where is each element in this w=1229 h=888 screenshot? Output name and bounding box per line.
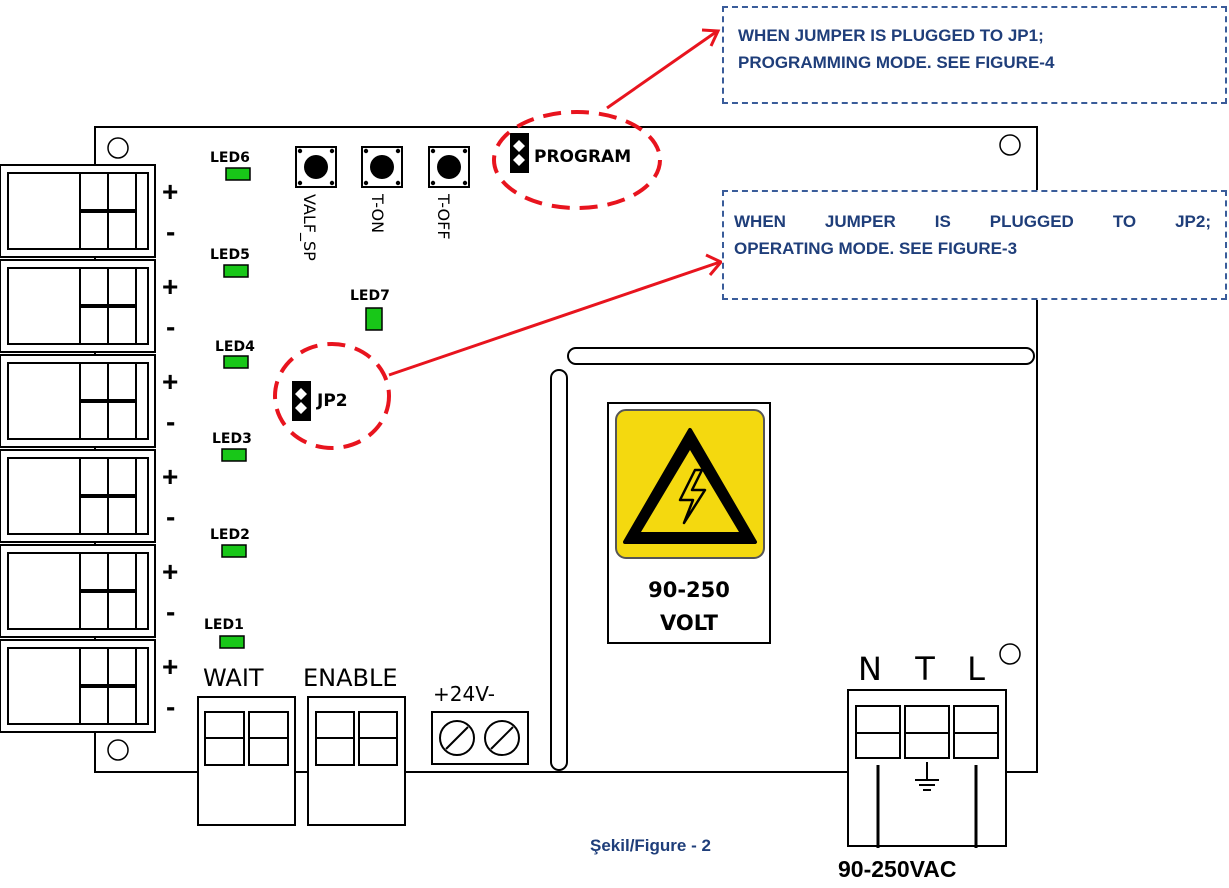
terminal-block-4: +- xyxy=(0,449,178,543)
button-valf-sp: VALF_SP xyxy=(295,146,337,261)
terminal-block-1: +- xyxy=(0,164,178,258)
mains-l-label: L xyxy=(967,650,985,688)
supply-24v-label: +24V- xyxy=(433,682,495,706)
mains-voltage-caption: 90-250VAC xyxy=(838,856,957,882)
mains-t-label: T xyxy=(914,650,935,688)
terminal-plus-sign: + xyxy=(162,176,178,207)
lightning-bolt-icon xyxy=(678,468,707,525)
led4-label: LED4 xyxy=(215,339,255,355)
led4-indicator xyxy=(223,355,249,369)
led3-indicator xyxy=(221,448,247,462)
figure-caption: Şekil/Figure - 2 xyxy=(590,836,711,855)
led5-indicator xyxy=(223,264,249,278)
terminal-plus-sign: + xyxy=(162,461,178,492)
led5-label: LED5 xyxy=(210,247,250,263)
supply-24v-terminal xyxy=(431,711,529,765)
pcb-slot-horizontal xyxy=(567,347,1035,365)
wait-terminal-block xyxy=(197,696,296,826)
arrow-jp2-head xyxy=(705,253,724,276)
jp2-label: JP2 xyxy=(316,391,348,411)
terminal-block-5: +- xyxy=(0,544,178,638)
note-jp1-line1: WHEN JUMPER IS PLUGGED TO JP1; xyxy=(738,26,1044,45)
led-group: LED6 LED5 LED4 LED3 LED2 LED1 LED7 xyxy=(204,150,390,649)
enable-terminal-block xyxy=(307,696,406,826)
terminal-plus-sign: + xyxy=(162,366,178,397)
enable-label: ENABLE xyxy=(303,664,398,692)
mounting-hole-bl xyxy=(107,739,129,761)
terminal-minus-sign: - xyxy=(166,691,175,722)
button-t-off-label: T-OFF xyxy=(434,193,453,240)
warning-line2: VOLT xyxy=(660,611,719,635)
callout-arrows xyxy=(388,28,724,377)
terminal-minus-sign: - xyxy=(166,406,175,437)
note-jp1-programming: WHEN JUMPER IS PLUGGED TO JP1; PROGRAMMI… xyxy=(722,6,1227,104)
note-jp2-line2: OPERATING MODE. SEE FIGURE-3 xyxy=(734,239,1018,258)
led7-label: LED7 xyxy=(350,288,390,304)
jp2-highlight-circle xyxy=(273,342,391,450)
led3-label: LED3 xyxy=(212,431,252,447)
arrow-jp2 xyxy=(388,260,721,377)
mains-terminal-block: N T L xyxy=(847,650,1007,848)
terminal-block-3: +- xyxy=(0,354,178,448)
terminal-minus-sign: - xyxy=(166,311,175,342)
mains-n-label: N xyxy=(858,650,882,688)
wait-label: WAIT xyxy=(203,664,264,692)
led2-indicator xyxy=(221,544,247,558)
button-t-on-label: T-ON xyxy=(368,193,387,233)
led1-label: LED1 xyxy=(204,617,244,633)
arrow-jp1-head xyxy=(701,28,721,47)
note-jp2-line1: WHEN JUMPER IS PLUGGED TO JP2; xyxy=(734,212,1211,231)
led1-indicator xyxy=(219,635,245,649)
terminal-block-6: +- xyxy=(0,639,178,733)
terminal-plus-sign: + xyxy=(162,556,178,587)
mounting-hole-br xyxy=(999,643,1021,665)
push-buttons: VALF_SP T-ON T-OFF xyxy=(295,146,470,261)
warning-line1: 90-250 xyxy=(648,578,730,602)
mounting-hole-tr xyxy=(999,134,1021,156)
button-t-on: T-ON xyxy=(361,146,403,233)
jumper-jp1: PROGRAM xyxy=(510,133,631,173)
terminal-minus-sign: - xyxy=(166,596,175,627)
note-jp1-line2: PROGRAMMING MODE. SEE FIGURE-4 xyxy=(738,53,1055,72)
pcb-slot-vertical xyxy=(550,369,568,771)
ground-icon xyxy=(915,762,939,791)
jumper-jp2: JP2 xyxy=(292,381,348,421)
led6-label: LED6 xyxy=(210,150,250,166)
terminal-minus-sign: - xyxy=(166,216,175,247)
button-t-off: T-OFF xyxy=(428,146,470,240)
high-voltage-warning: 90-250 VOLT xyxy=(607,402,771,644)
terminal-minus-sign: - xyxy=(166,501,175,532)
arrow-jp1 xyxy=(606,30,717,110)
terminal-block-2: +- xyxy=(0,259,178,353)
mounting-hole-tl xyxy=(107,137,129,159)
terminal-plus-sign: + xyxy=(162,271,178,302)
note-jp2-operating: WHEN JUMPER IS PLUGGED TO JP2; OPERATING… xyxy=(722,190,1227,300)
jp1-program-label: PROGRAM xyxy=(534,147,631,167)
button-valf-sp-label: VALF_SP xyxy=(299,194,319,261)
left-terminal-blocks: +-+-+-+-+-+- xyxy=(0,164,178,733)
led7-indicator xyxy=(365,307,383,331)
led6-indicator xyxy=(225,167,251,181)
jp1-highlight-circle xyxy=(492,110,662,210)
terminal-plus-sign: + xyxy=(162,651,178,682)
led2-label: LED2 xyxy=(210,527,250,543)
